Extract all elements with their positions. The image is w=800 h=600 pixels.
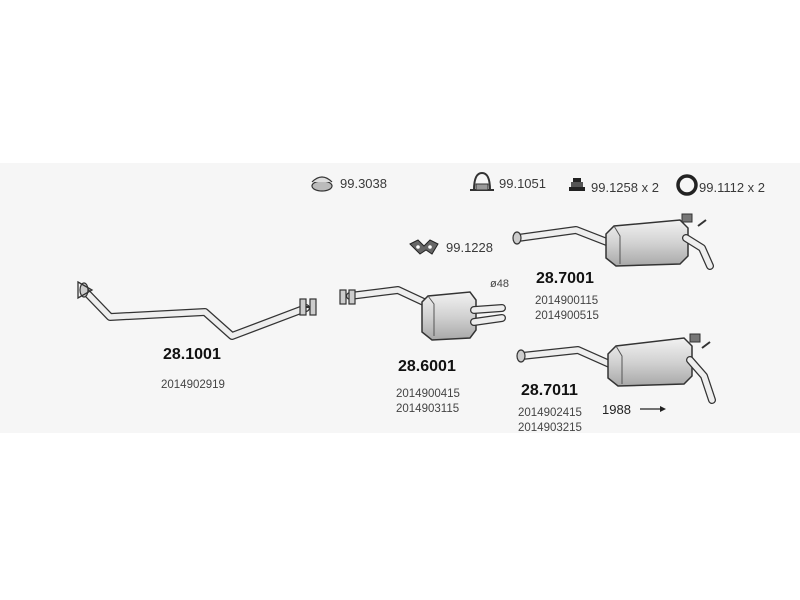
oem-numbers-28-6001: 2014900415 2014903115 bbox=[396, 387, 460, 417]
front-pipe-icon bbox=[77, 280, 317, 340]
accessory-code-clamp: 99.1051 bbox=[499, 176, 546, 191]
hanger-icon bbox=[569, 178, 585, 191]
oem-number: 2014900115 bbox=[535, 295, 599, 307]
rubber-mount-icon bbox=[311, 176, 333, 192]
oem-number: 2014900415 bbox=[396, 388, 460, 400]
rear-silencer-icon-upper bbox=[512, 213, 714, 270]
oem-number: 2014902919 bbox=[161, 379, 225, 391]
oem-numbers-28-7011: 2014902415 2014903215 bbox=[518, 406, 582, 436]
diagram-background-band bbox=[0, 163, 800, 433]
accessory-code-bracket: 99.1228 bbox=[446, 240, 493, 255]
centre-silencer-icon bbox=[339, 286, 506, 341]
oem-number: 2014900515 bbox=[535, 310, 599, 322]
oem-numbers-28-1001: 2014902919 bbox=[161, 378, 225, 393]
rear-silencer-icon-lower bbox=[516, 333, 716, 404]
oem-number: 2014903215 bbox=[518, 422, 582, 434]
ring-gasket-icon bbox=[676, 174, 698, 196]
clamp-icon bbox=[470, 171, 494, 191]
part-number-28-6001: 28.6001 bbox=[398, 358, 456, 375]
oem-number: 2014902415 bbox=[518, 407, 582, 419]
oem-numbers-28-7001: 2014900115 2014900515 bbox=[535, 294, 599, 324]
year-note-label: 1988 bbox=[602, 402, 631, 417]
bracket-icon bbox=[409, 239, 439, 255]
accessory-code-ring-gasket: 99.1112 x 2 bbox=[699, 180, 766, 195]
accessory-code-rubber-mount: 99.3038 bbox=[340, 176, 387, 191]
accessory-code-hanger: 99.1258 x 2 bbox=[591, 180, 659, 195]
year-arrow-icon bbox=[640, 406, 666, 412]
part-number-28-7011: 28.7011 bbox=[521, 382, 578, 399]
part-number-28-1001: 28.1001 bbox=[163, 346, 221, 363]
oem-number: 2014903115 bbox=[396, 403, 460, 415]
part-number-28-7001: 28.7001 bbox=[536, 270, 594, 287]
pipe-diameter-label: ø48 bbox=[490, 278, 509, 290]
